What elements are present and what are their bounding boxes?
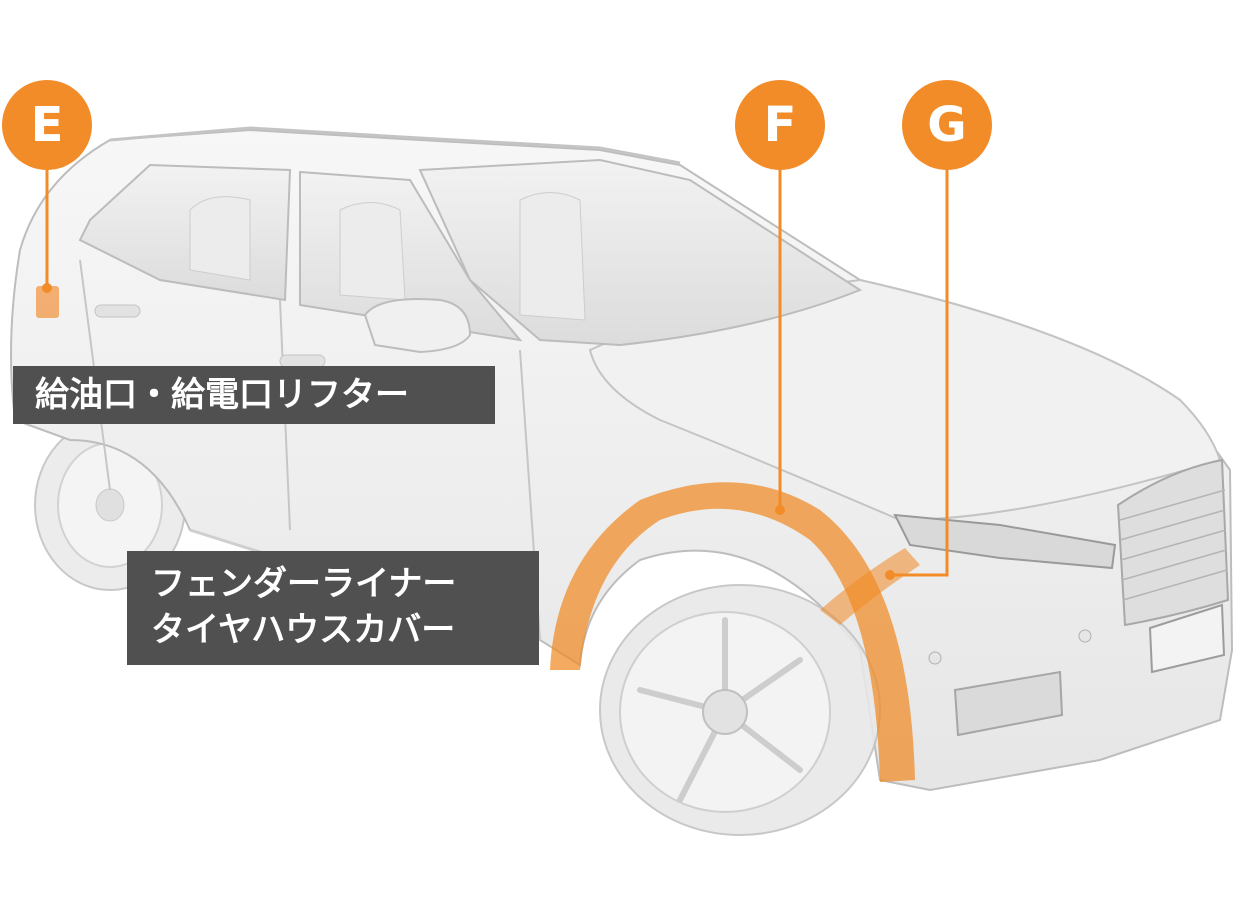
tire-house-cover-label: タイヤハウスカバー — [151, 610, 456, 650]
car-body — [10, 126, 1233, 792]
fender-liner-label: フェンダーライナー — [151, 564, 457, 604]
leader-line-g — [890, 160, 949, 577]
tire-house-cover-highlight — [820, 548, 920, 625]
leader-dot-e — [42, 283, 52, 293]
fender-tire-label: フェンダーライナー タイヤハウスカバー — [127, 551, 539, 665]
callout-e-badge: E — [2, 80, 92, 170]
callout-f-badge: F — [735, 80, 825, 170]
leader-lines — [45, 160, 949, 577]
leader-dot-f — [775, 505, 785, 515]
fuel-lid-label: 給油口・給電口リフター — [13, 366, 495, 424]
leader-dot-g — [885, 570, 895, 580]
callout-g-badge: G — [902, 80, 992, 170]
fuel-lid-highlight — [36, 286, 59, 318]
front-wheel — [599, 584, 881, 836]
